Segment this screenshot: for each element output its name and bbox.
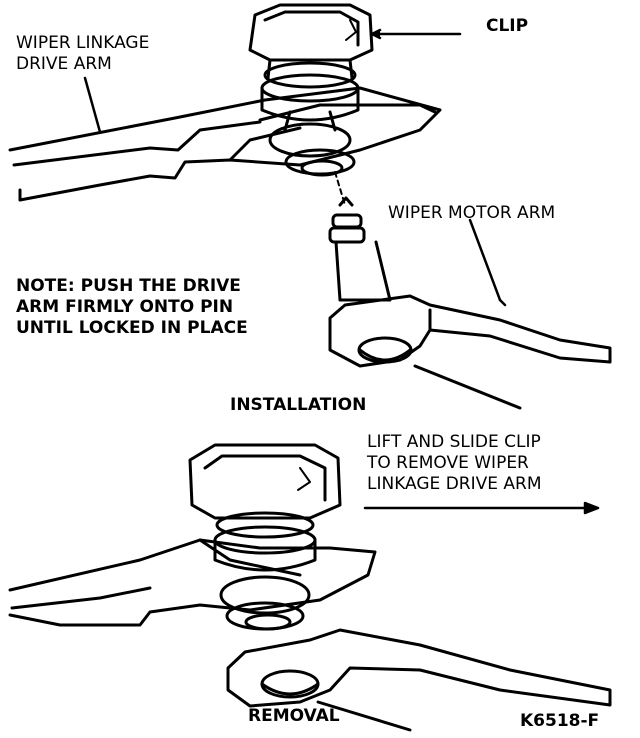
- drive-arm-lower-edge: [12, 120, 262, 167]
- wiper-linkage-drive-arm-label: WIPER LINKAGE DRIVE ARM: [16, 33, 150, 74]
- motor-arm-removal: [226, 628, 612, 732]
- note-label: NOTE: PUSH THE DRIVE ARM FIRMLY ONTO PIN…: [16, 276, 248, 338]
- figure-code-label: K6518-F: [520, 711, 600, 731]
- wiper-motor-arm: [328, 294, 612, 410]
- clip-removal: [188, 443, 342, 520]
- wiper-motor-arm-label: WIPER MOTOR ARM: [388, 203, 556, 223]
- clip-label: CLIP: [486, 16, 529, 36]
- installation-label: INSTALLATION: [230, 395, 367, 415]
- lift-arrow: [363, 501, 600, 515]
- drive-arm-removal: [8, 538, 377, 627]
- clip-installation: [248, 3, 374, 80]
- motor-arm-pin: [328, 196, 392, 302]
- bushing-stack-installation: [260, 61, 360, 177]
- lift-slide-label: LIFT AND SLIDE CLIP TO REMOVE WIPER LINK…: [367, 432, 542, 494]
- removal-label: REMOVAL: [248, 706, 340, 726]
- leader-lines-installation: [83, 28, 507, 307]
- removal-view: [8, 443, 612, 732]
- installation-view: [8, 3, 612, 410]
- bushing-stack-removal: [213, 511, 317, 631]
